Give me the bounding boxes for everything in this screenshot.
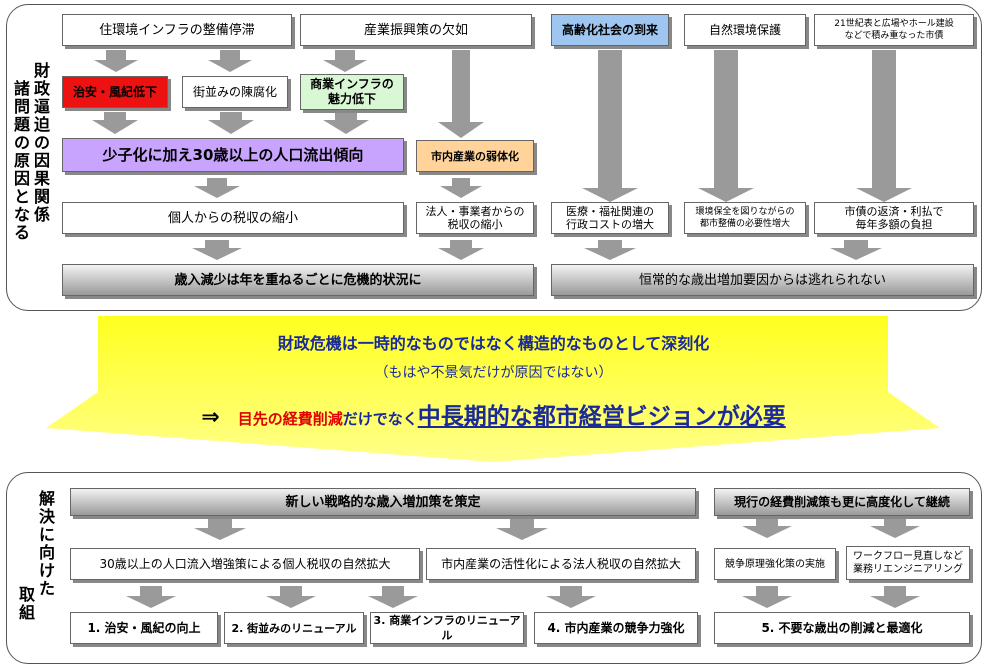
cause-security-decline: 治安・風紀低下 [62, 76, 168, 108]
cause-industry-policy: 産業振興策の欠如 [300, 14, 532, 46]
solution-side-label-b: 取組 [18, 585, 35, 622]
cause-corporate-tax-shrink: 法人・事業者からの 税収の縮小 [416, 202, 534, 234]
cause-aging-society: 高齢化社会の到来 [551, 14, 669, 46]
cause-local-industry-weak: 市内産業の弱体化 [416, 140, 534, 172]
cause-infra-stagnation: 住環境インフラの整備停滞 [62, 14, 292, 46]
solution-item-3: 3. 商業インフラのリニューアル [370, 612, 524, 644]
solution-population-inflow: 30歳以上の人口流入増強策による個人税収の自然拡大 [70, 548, 420, 580]
banner-red-text: 目先の経費削減 [237, 410, 343, 428]
cause-side-label-col1: 財政逼迫の [33, 61, 50, 152]
cause-nature-protection: 自然環境保護 [684, 14, 806, 46]
solution-continue-cost-cut: 現行の経費削減策も更に高度化して継続 [714, 488, 970, 516]
solution-item-2: 2. 街並みのリニューアル [224, 612, 364, 644]
result-expense-increase: 恒常的な歳出増加要因からは逃れられない [551, 264, 974, 296]
solution-item-1: 1. 治安・風紀の向上 [70, 612, 218, 644]
cause-commercial-infra: 商業インフラの 魅力低下 [300, 74, 404, 110]
solution-competition: 競争原理強化策の実施 [714, 548, 836, 580]
cause-bond-repayment: 市債の返済・利払で 毎年多額の負担 [814, 202, 974, 234]
cause-population-outflow: 少子化に加え30歳以上の人口流出傾向 [62, 138, 404, 172]
cause-individual-tax-shrink: 個人からの税収の縮小 [62, 202, 404, 234]
banner-line1: 財政危機は一時的なものではなく構造的なものとして深刻化 [277, 334, 710, 353]
solution-industry-activation: 市内産業の活性化による法人税収の自然拡大 [426, 548, 696, 580]
banner-line3: ⇒ 目先の経費削減だけでなく中長期的な都市経営ビジョンが必要 [0, 397, 987, 431]
banner-arrow-symbol: ⇒ [201, 405, 220, 430]
result-revenue-decline: 歳入減少は年を重ねるごとに危機的状況に [62, 264, 534, 296]
solution-item-4: 4. 市内産業の競争力強化 [534, 612, 698, 644]
cause-municipal-bonds: 21世紀表と広場やホール建設 などで積み重なった市債 [814, 14, 974, 46]
banner-mid-text: だけでなく [342, 410, 418, 428]
solution-item-5: 5. 不要な歳出の削減と最適化 [714, 612, 970, 644]
cause-townscape-obsolete: 街並みの陳腐化 [182, 76, 288, 108]
solution-side-label: 解決に向けた [38, 489, 55, 598]
cause-urban-maintenance: 環境保全を図りながらの 都市整備の必要性増大 [684, 202, 806, 234]
banner-emphasis: 中長期的な都市経営ビジョンが必要 [417, 404, 786, 430]
solution-reengineering: ワークフロー見直しなど 業務リエンジニアリング [846, 546, 970, 580]
solution-new-revenue-strategy: 新しい戦略的な歳入増加策を策定 [70, 488, 696, 516]
cause-welfare-cost: 医療・福祉関連の 行政コストの増大 [551, 202, 669, 234]
cause-side-label-col3b: 因果関係 [33, 151, 50, 224]
cause-side-label-col2: 諸問題の原因となる [13, 79, 30, 242]
banner-line2: （もはや不景気だけが原因ではない） [374, 365, 613, 381]
